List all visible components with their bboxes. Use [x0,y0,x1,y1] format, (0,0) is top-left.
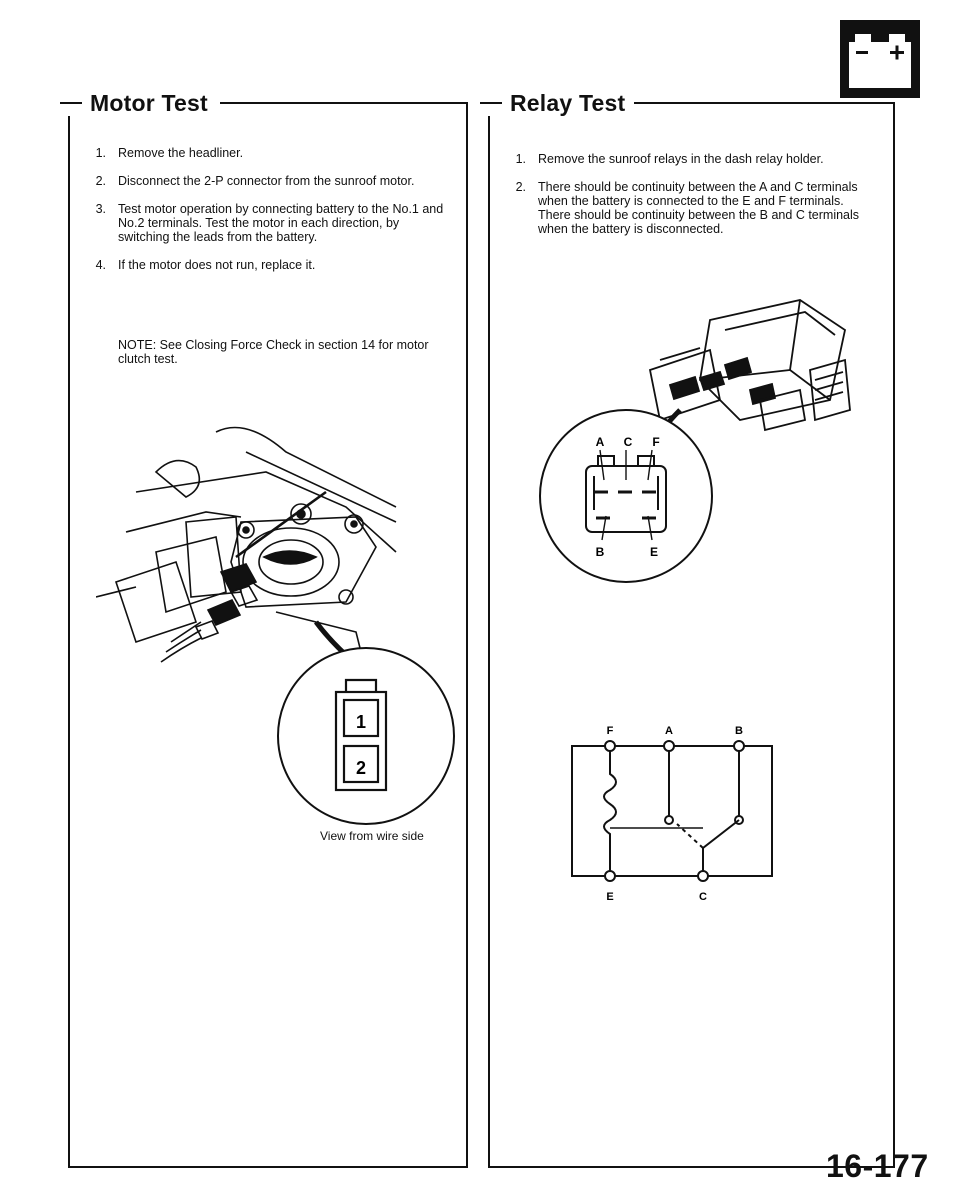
schematic-label-c: C [699,891,707,903]
schematic-label-a: A [665,725,673,737]
connector-view-circle: 1 2 [277,647,455,825]
battery-icon [840,20,920,98]
relay-face-label-c: C [624,435,633,449]
relay-face-label-e: E [650,545,658,559]
list-item: 4.If the motor does not run, replace it. [95,258,316,272]
schematic-label-f: F [607,725,614,737]
schematic-label-e: E [606,891,613,903]
relay-schematic: F A B E C [571,725,773,903]
motor-test-header: Motor Test [60,90,468,118]
sunroof-motor-illustration [96,426,398,692]
list-item: 3.Test motor operation by connecting bat… [95,202,444,244]
list-item: 1.Remove the headliner. [95,146,244,160]
relay-face-label-f: F [652,435,659,449]
list-item: 2.Disconnect the 2-P connector from the … [95,174,415,188]
relay-test-panel: Relay Test 1.Remove the sunroof relays i… [480,90,895,1168]
connector-caption: View from wire side [320,829,424,843]
terminal-1-label: 1 [356,712,366,732]
terminal-2-label: 2 [356,758,366,778]
relay-test-steps: 1.Remove the sunroof relays in the dash … [502,152,879,250]
motor-test-title: Motor Test [90,90,208,116]
motor-test-panel: Motor Test 1.Remove the headliner. 2.Dis… [60,90,468,1168]
list-item: 2.There should be continuity between the… [515,180,860,236]
motor-test-note: NOTE: See Closing Force Check in section… [118,338,429,366]
relay-terminal-face: A C F B E [539,409,713,583]
relay-face-label-a: A [596,435,605,449]
page-number: 16-177 [826,1148,929,1184]
relay-test-header: Relay Test [480,90,895,118]
relay-face-label-b: B [596,545,605,559]
schematic-label-b: B [735,725,743,737]
list-item: 1.Remove the sunroof relays in the dash … [515,152,824,166]
relay-test-title: Relay Test [510,90,626,116]
motor-test-steps: 1.Remove the headliner. 2.Disconnect the… [82,146,452,286]
